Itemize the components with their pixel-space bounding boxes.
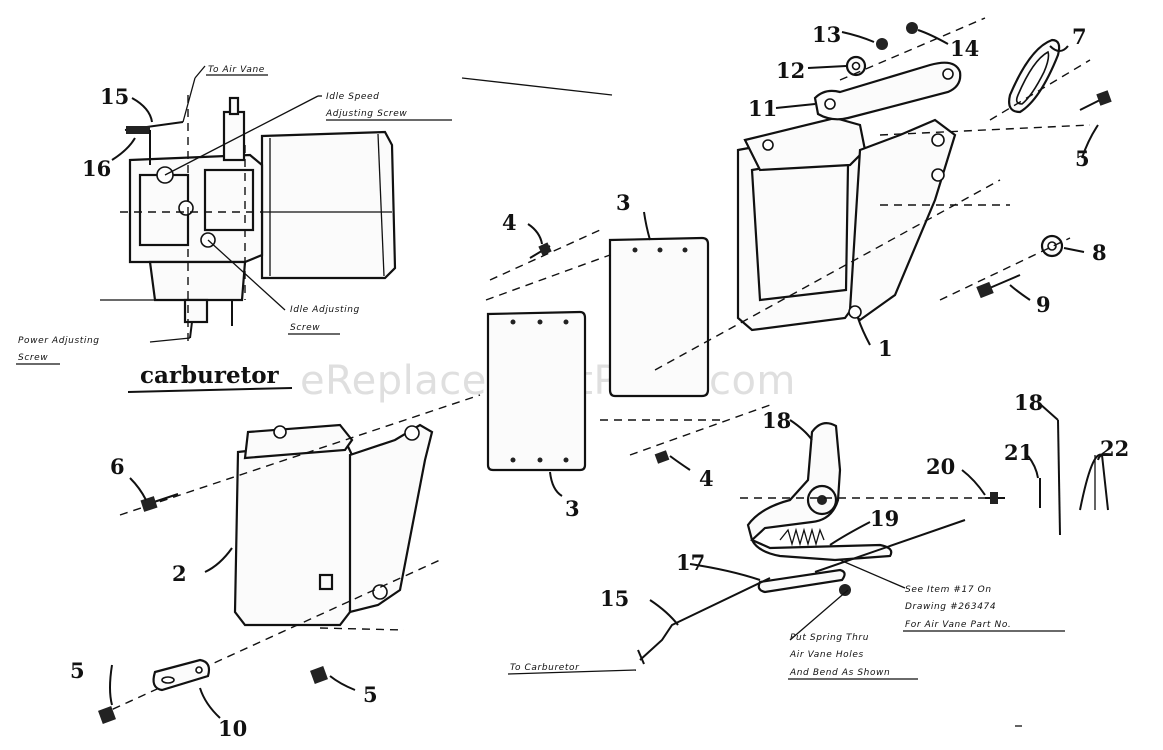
callout-1: 1	[878, 336, 893, 361]
part-20-screw	[985, 492, 1005, 504]
callout-2: 2	[172, 561, 187, 586]
callout-4-lower: 4	[699, 466, 714, 491]
part-3-gasket-right	[608, 236, 710, 398]
carburetor-assembly	[100, 95, 397, 345]
part-18-vane-plate	[1057, 419, 1061, 536]
note-power-adj-1: Power Adjusting	[18, 336, 100, 346]
part-12-washer	[845, 55, 867, 77]
callout-15-rod: 15	[600, 586, 629, 611]
part-17-link	[757, 568, 851, 596]
callout-13: 13	[812, 22, 841, 47]
callout-3-upper: 3	[616, 190, 631, 215]
note-see-item-1: See Item #17 On	[905, 585, 992, 595]
note-see-item-2: Drawing #263474	[905, 602, 996, 612]
part-4-pin-lower	[654, 450, 670, 464]
callout-5-lower-left: 5	[70, 658, 85, 683]
note-put-spring-3: And Bend As Shown	[789, 668, 890, 678]
note-power-adj-2: Screw	[18, 353, 48, 363]
callout-12: 12	[776, 58, 805, 83]
part-6-bolt	[140, 493, 179, 512]
note-put-spring-1: Put Spring Thru	[790, 633, 869, 643]
callout-22: 22	[1100, 436, 1129, 461]
callout-11: 11	[748, 96, 777, 121]
callout-4-upper: 4	[502, 210, 517, 235]
callout-18-vane: 18	[1014, 390, 1043, 415]
part-1-housing	[736, 116, 957, 332]
note-idle-speed-1: Idle Speed	[326, 92, 379, 102]
note-to-air-vane: To Air Vane	[208, 65, 265, 75]
note-idle-adj-1: Idle Adjusting	[290, 305, 360, 315]
carburetor-title: carburetor	[140, 362, 280, 389]
part-9-bolt	[976, 274, 1021, 299]
part-2-housing	[233, 423, 434, 627]
callout-17: 17	[676, 550, 705, 575]
callout-15-carb: 15	[100, 84, 129, 109]
part-5-nut-lower-center	[310, 666, 328, 684]
part-5-nut-lower-left	[98, 706, 116, 724]
callout-6: 6	[110, 454, 125, 479]
part-22-clip	[1079, 453, 1109, 511]
note-idle-speed-2: Adjusting Screw	[325, 109, 407, 119]
callout-19: 19	[870, 506, 899, 531]
part-11-lever	[813, 61, 962, 121]
callout-7: 7	[1072, 24, 1087, 49]
callout-18-lever: 18	[762, 408, 791, 433]
note-see-item-3: For Air Vane Part No.	[905, 620, 1011, 630]
callout-14: 14	[950, 36, 979, 61]
callout-5-lower-center: 5	[363, 682, 378, 707]
part-13-nut	[876, 38, 888, 50]
part-10-clip	[152, 658, 211, 692]
part-5-screw-upper-right	[1079, 90, 1112, 111]
callout-5-upper-right: 5	[1075, 146, 1090, 171]
part-3-gasket-left	[486, 310, 587, 472]
callout-16: 16	[82, 156, 111, 181]
part-19-spring	[779, 527, 825, 547]
part-8-washer	[1040, 234, 1064, 258]
part-15-rod	[639, 577, 771, 661]
callout-21: 21	[1004, 440, 1033, 465]
note-idle-adj-2: Screw	[290, 323, 320, 333]
part-14-screw	[906, 22, 918, 34]
callout-3-lower: 3	[565, 496, 580, 521]
part-4-pin-upper	[529, 242, 552, 259]
callout-20: 20	[926, 454, 955, 479]
note-put-spring-2: Air Vane Holes	[789, 650, 864, 660]
callout-10: 10	[218, 716, 247, 741]
callout-9: 9	[1036, 292, 1051, 317]
note-to-carburetor: To Carburetor	[510, 663, 580, 673]
part-7-link	[1008, 38, 1061, 114]
callout-8: 8	[1092, 240, 1107, 265]
part-18-air-vane-lever	[746, 421, 893, 562]
